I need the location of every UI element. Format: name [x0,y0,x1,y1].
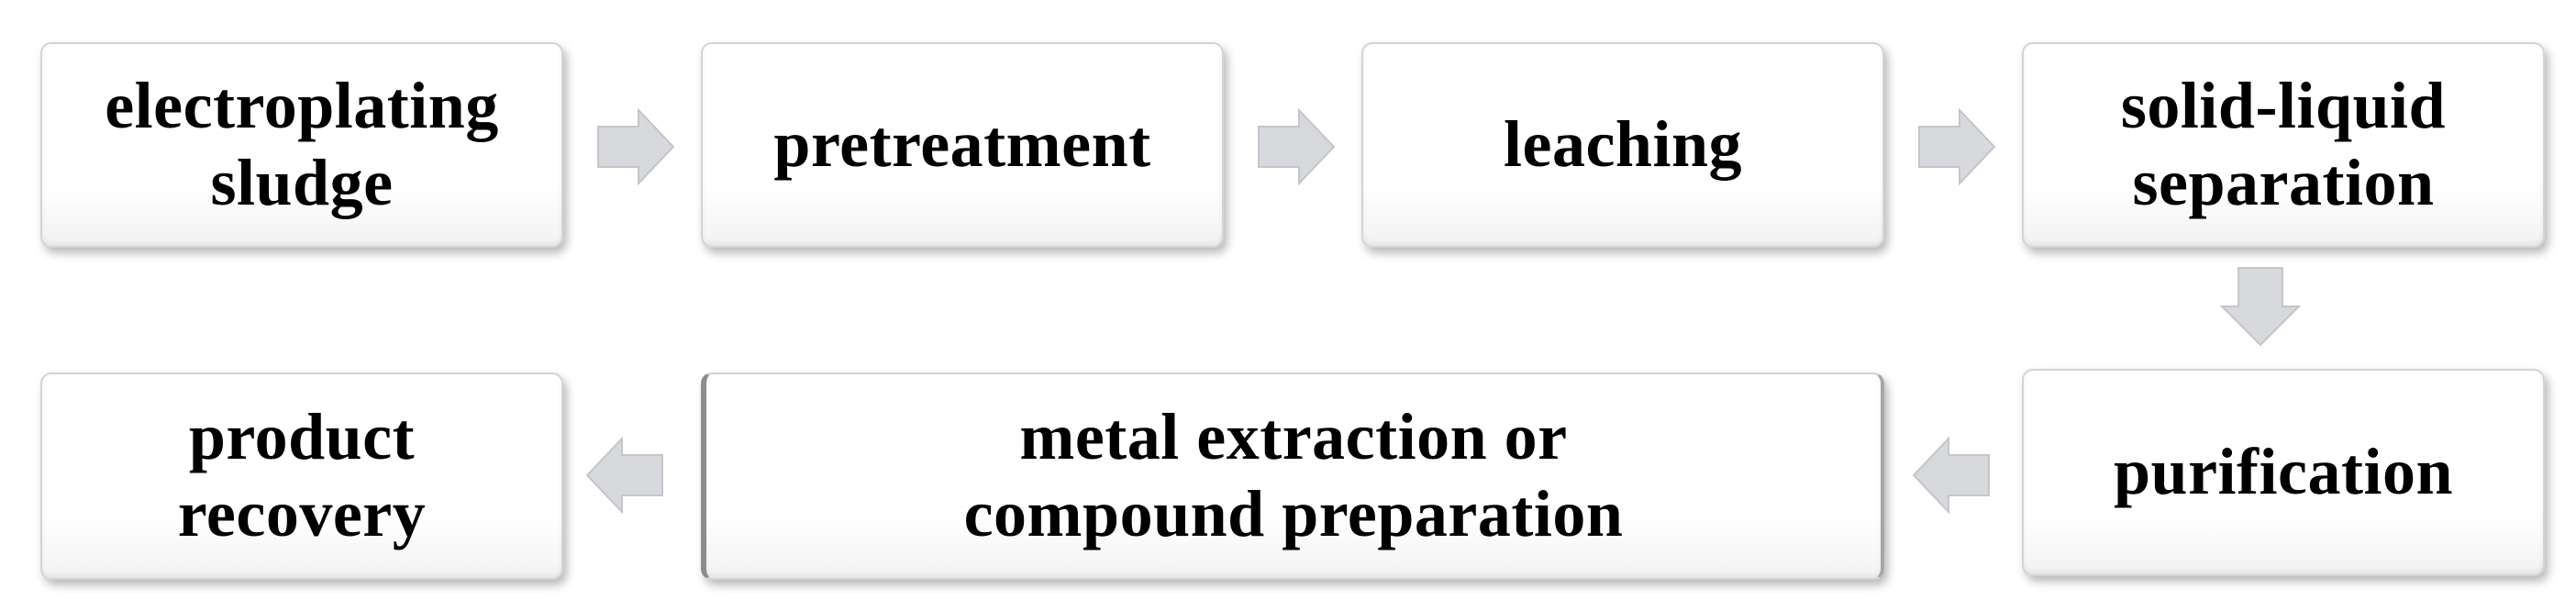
arrow-right-icon [1258,108,1336,185]
arrow-right-icon [597,108,675,185]
step-leaching: leaching [1361,42,1884,248]
arrow-right-icon [1918,108,1996,185]
step-label: electroplating sludge [105,69,499,219]
step-label: purification [2113,435,2453,509]
step-label: metal extraction or compound preparation [963,400,1624,550]
step-label: pretreatment [773,107,1151,182]
arrow-left-icon [585,437,663,514]
arrow-down-icon [2220,267,2301,347]
step-pretreatment: pretreatment [701,42,1224,248]
step-solid-liquid-separation: solid-liquid separation [2022,42,2545,248]
step-electroplating-sludge: electroplating sludge [40,42,563,248]
step-label: solid-liquid separation [2120,69,2447,219]
step-label: leaching [1503,107,1742,182]
step-purification: purification [2022,369,2545,576]
step-label: product recovery [177,400,427,550]
arrow-left-icon [1912,437,1990,514]
step-product-recovery: product recovery [40,372,563,580]
step-metal-extraction-or-compound-preparation: metal extraction or compound preparation [701,372,1884,580]
